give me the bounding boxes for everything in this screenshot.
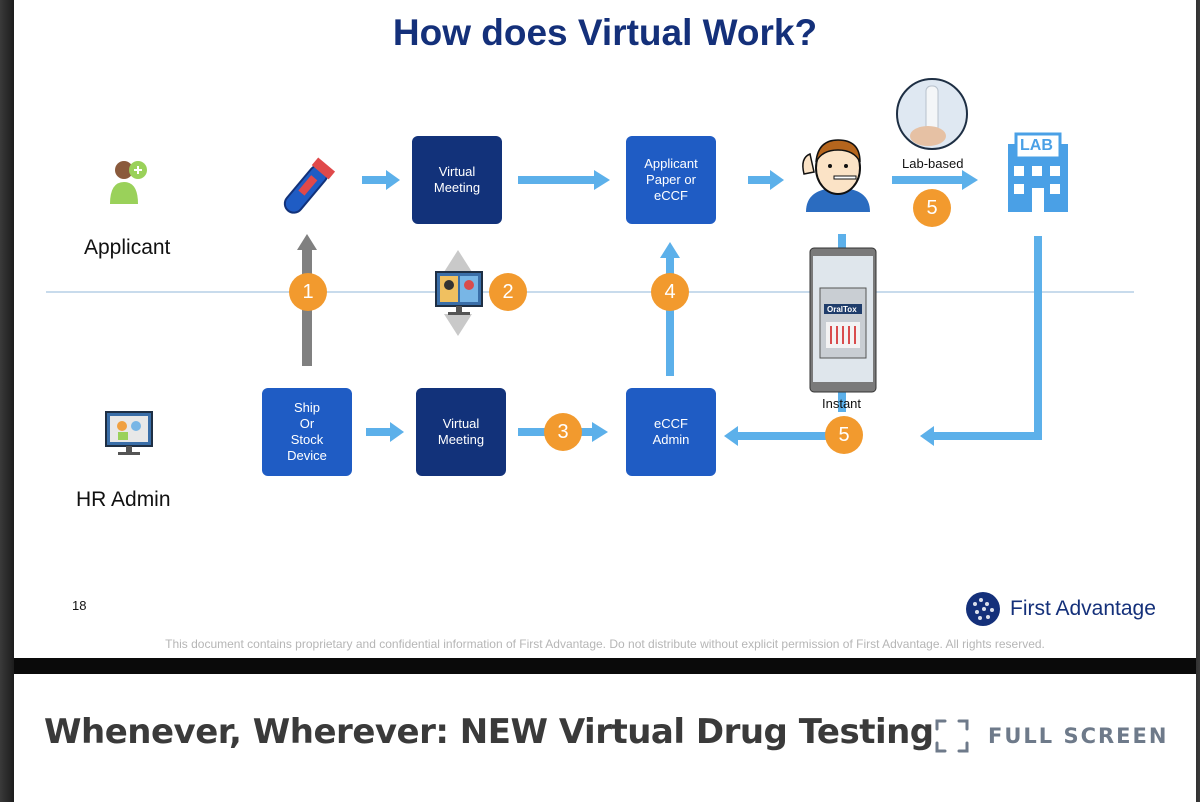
slide-artwork — [46, 78, 1134, 626]
brand-logo: First Advantage — [966, 592, 1156, 626]
instant-label: Instant — [822, 396, 862, 411]
virtual-meeting-bottom-box: Virtual Meeting — [416, 388, 506, 476]
person-swab-icon — [802, 139, 870, 212]
eccf-admin-box: eCCF Admin — [626, 388, 716, 476]
test-tube-icon — [283, 157, 336, 214]
fullscreen-label: FULL SCREEN — [988, 724, 1169, 748]
flow-arrows-top — [362, 170, 978, 190]
step-badge-4: 4 — [651, 273, 689, 311]
fullscreen-icon — [935, 719, 969, 753]
lab-based-label: Lab-based — [902, 156, 964, 171]
presentation-slide: How does Virtual Work? Applicant HR Admi… — [14, 0, 1196, 658]
video-title: Whenever, Wherever: NEW Virtual Drug Tes… — [44, 712, 934, 752]
applicant-paper-box: Applicant Paper or eCCF — [626, 136, 716, 224]
step-badge-5-top: 5 — [913, 189, 951, 227]
step-badge-1: 1 — [289, 273, 327, 311]
page-number: 18 — [72, 598, 87, 613]
oraltox-phone-icon — [809, 247, 877, 393]
step-badge-3: 3 — [544, 413, 582, 451]
brand-name: First Advantage — [1010, 597, 1156, 620]
brand-globe-icon — [966, 592, 1000, 626]
oraltox-label: OralTox — [827, 305, 857, 314]
swab-sample-icon — [896, 78, 968, 150]
video-call-icon — [435, 271, 483, 315]
fullscreen-button[interactable]: FULL SCREEN — [934, 714, 1174, 758]
applicant-label: Applicant — [84, 236, 171, 259]
step-badge-2: 2 — [489, 273, 527, 311]
confidentiality-note: This document contains proprietary and c… — [165, 637, 1045, 651]
slide-title: How does Virtual Work? — [392, 12, 818, 53]
lab-building-icon — [1008, 132, 1068, 212]
step-badge-5-bottom: 5 — [825, 416, 863, 454]
hr-admin-label: HR Admin — [76, 488, 171, 511]
caption-bar: Whenever, Wherever: NEW Virtual Drug Tes… — [14, 674, 1196, 802]
gray-double-arrow — [444, 250, 472, 336]
ship-stock-box: Ship Or Stock Device — [262, 388, 352, 476]
applicant-icon — [110, 161, 147, 204]
lab-sign-label: LAB — [1020, 137, 1053, 154]
hr-admin-icon — [105, 411, 153, 455]
slide-bottom-bar — [14, 658, 1196, 674]
brand-globe-icon-art — [966, 592, 1000, 626]
virtual-meeting-top-box: Virtual Meeting — [412, 136, 502, 224]
